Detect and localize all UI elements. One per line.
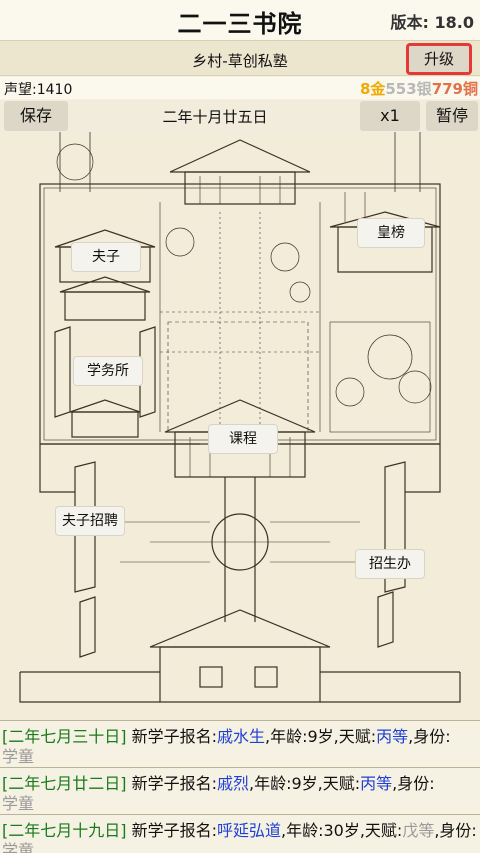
talent-grade: 丙等 — [360, 774, 393, 793]
student-name: 呼延弘道 — [216, 821, 281, 840]
speed-button[interactable]: x1 — [360, 101, 420, 131]
upgrade-button[interactable]: 升级 — [406, 43, 472, 75]
game-date: 二年十月廿五日 — [162, 108, 268, 126]
log-entry: [二年七月三十日] 新学子报名:戚水生,年龄:9岁,天赋:丙等,身份: 学童 — [0, 720, 480, 766]
student-name: 戚水生 — [216, 727, 265, 746]
copper-amount: 779铜 — [431, 80, 478, 98]
school-level-label: 乡村-草创私塾 — [192, 52, 288, 70]
academy-map-drawing — [19, 132, 461, 703]
talent-grade: 戊等 — [402, 821, 435, 840]
huangbang-building-button[interactable]: 皇榜 — [358, 219, 424, 247]
money-display: 8金553银779铜 — [360, 78, 478, 99]
pause-button[interactable]: 暂停 — [426, 101, 478, 131]
log-entry: [二年七月十九日] 新学子报名:呼延弘道,年龄:30岁,天赋:戊等,身份: 学童 — [0, 814, 480, 853]
xuewusuo-building-button[interactable]: 学务所 — [74, 357, 142, 385]
fuzi-building-button[interactable]: 夫子 — [72, 243, 140, 271]
academy-map: 夫子 皇榜 学务所 课程 夫子招聘 招生办 — [0, 132, 480, 720]
kecheng-building-button[interactable]: 课程 — [209, 425, 277, 453]
log-date: [二年七月廿二日] — [2, 774, 127, 793]
title-bar: 二一三书院 版本: 18.0 — [0, 0, 480, 40]
event-log[interactable]: [二年七月三十日] 新学子报名:戚水生,年龄:9岁,天赋:丙等,身份: 学童 [… — [0, 720, 480, 853]
version-label: 版本: 18.0 — [390, 13, 474, 32]
gold-amount: 8金 — [359, 80, 386, 98]
zhaoshengban-building-button[interactable]: 招生办 — [356, 550, 424, 578]
student-name: 戚烈 — [216, 774, 249, 793]
reputation-value: 声望:1410 — [4, 82, 73, 98]
app-title: 二一三书院 — [177, 10, 303, 38]
stats-bar: 声望:1410 8金553银779铜 — [0, 77, 480, 99]
talent-grade: 丙等 — [376, 727, 409, 746]
silver-amount: 553银 — [385, 80, 432, 98]
log-date: [二年七月十九日] — [2, 821, 127, 840]
control-bar: 保存 二年十月廿五日 x1 暂停 — [0, 100, 480, 132]
save-button[interactable]: 保存 — [4, 101, 68, 131]
log-date: [二年七月三十日] — [2, 727, 127, 746]
school-level-bar: 乡村-草创私塾 升级 — [0, 40, 480, 76]
log-entry: [二年七月廿二日] 新学子报名:戚烈,年龄:9岁,天赋:丙等,身份: 学童 — [0, 767, 480, 813]
fuzizhaopin-building-button[interactable]: 夫子招聘 — [56, 507, 124, 535]
